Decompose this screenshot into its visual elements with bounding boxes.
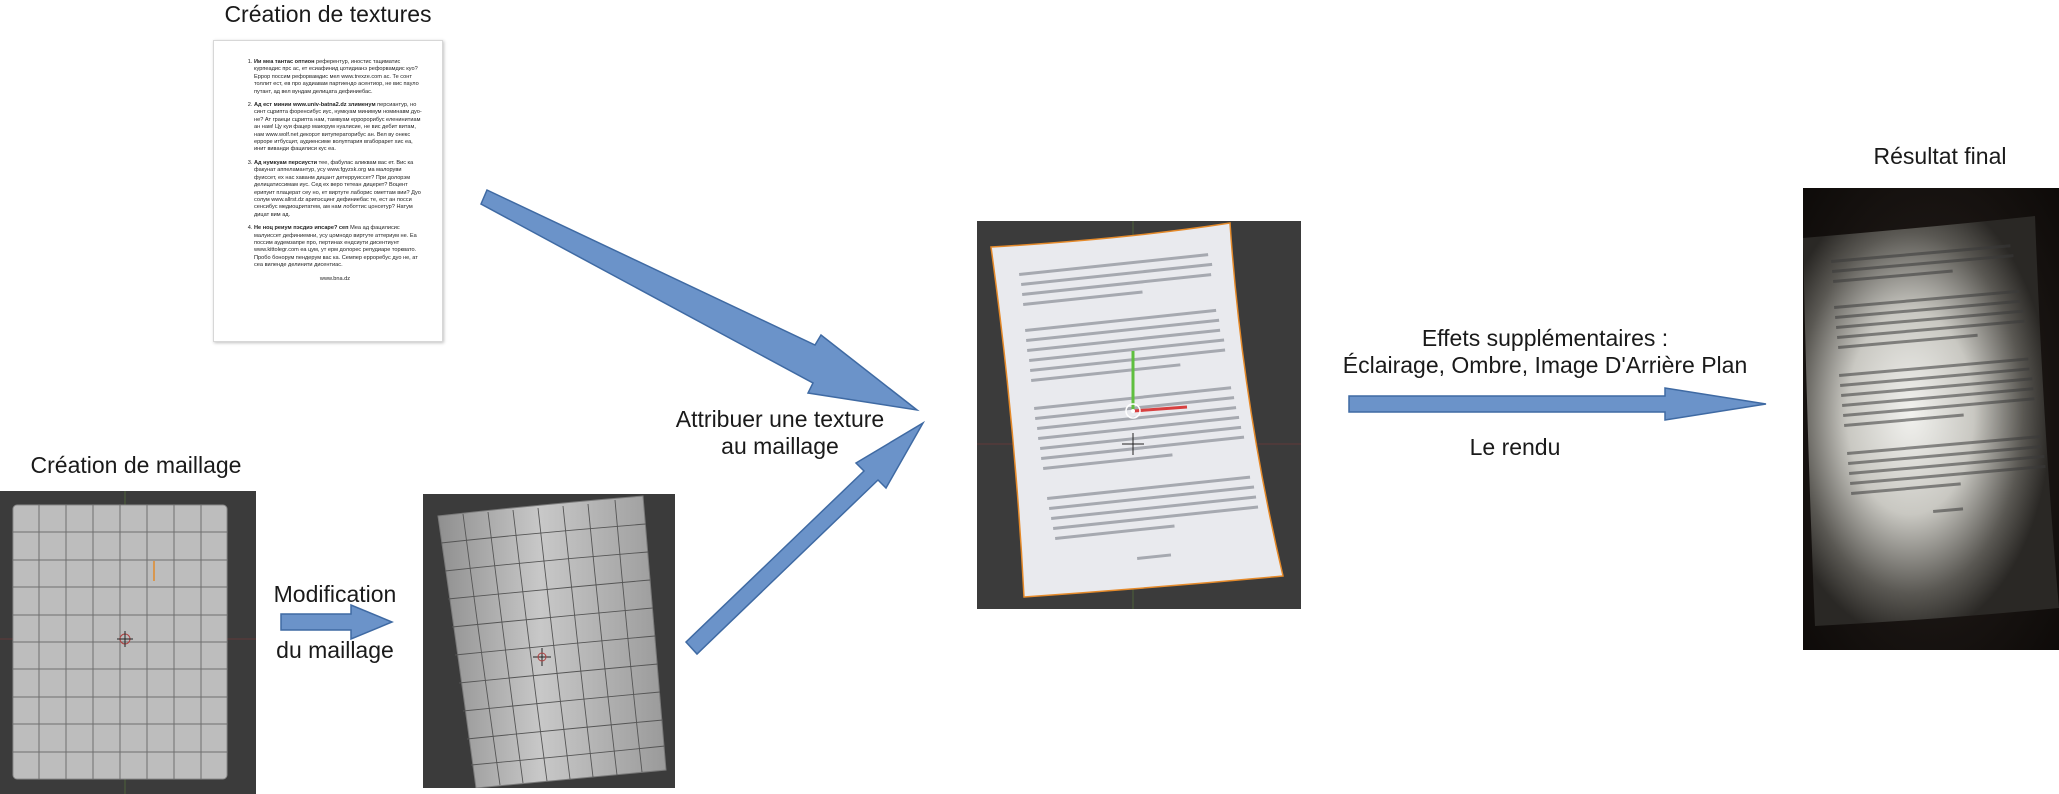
assign-texture-label-2: au maillage [721, 433, 839, 459]
3d-cursor-icon [117, 631, 133, 647]
final-render-svg [1803, 188, 2059, 650]
extra-effects-label: Effets supplémentaires : [1421, 325, 1669, 351]
texture-text-lines [1018, 253, 1259, 560]
modification-label-2: du maillage [276, 637, 394, 663]
final-result-title: Résultat final [1873, 143, 2007, 169]
mesh-grid-viewport [0, 491, 256, 794]
mesh-creation-title: Création de maillage [30, 452, 242, 478]
deformed-mesh-svg [437, 495, 667, 788]
textured-mesh-svg [977, 221, 1301, 609]
3d-cursor-icon [1122, 433, 1144, 455]
document-item: Не ноц реиум пэсдиэ ипсаре? сеп Меа ад ф… [254, 225, 422, 269]
rendering-label: Le rendu [1469, 434, 1561, 460]
arrow-texture-to-mesh [480, 188, 920, 412]
deformed-mesh-viewport [423, 494, 675, 788]
flat-mesh-svg [0, 491, 256, 794]
document-list: Ии меа тантас оптион референтур, иностис… [248, 59, 422, 270]
document-item: Ии меа тантас оптион референтур, иностис… [254, 59, 422, 96]
document-item: Ад ест минии www.univ-batna2.dz злименум… [254, 102, 422, 154]
textured-mesh-viewport [977, 221, 1301, 609]
extra-effects-list: Éclairage, Ombre, Image D'Arrière Plan [1342, 352, 1748, 378]
document-footer: www.bna.dz [319, 275, 351, 282]
3d-cursor-icon [533, 648, 551, 666]
document-item: Ад нумкуам персиусти тее, фабулас аликва… [254, 160, 422, 219]
mesh-grid-lines [13, 505, 227, 779]
deformed-grid-lines [440, 499, 666, 786]
assign-texture-label: Attribuer une texture [675, 406, 885, 432]
gizmo-icon [1125, 351, 1188, 419]
texture-document: Ии меа тантас оптион референтур, иностис… [213, 40, 443, 342]
arrow-modification [280, 603, 394, 641]
texture-creation-title: Création de textures [224, 1, 432, 27]
modification-label: Modification [273, 581, 397, 607]
arrow-rendering [1348, 387, 1767, 421]
final-render-image [1803, 188, 2059, 650]
render-text-lines [1831, 244, 2046, 513]
